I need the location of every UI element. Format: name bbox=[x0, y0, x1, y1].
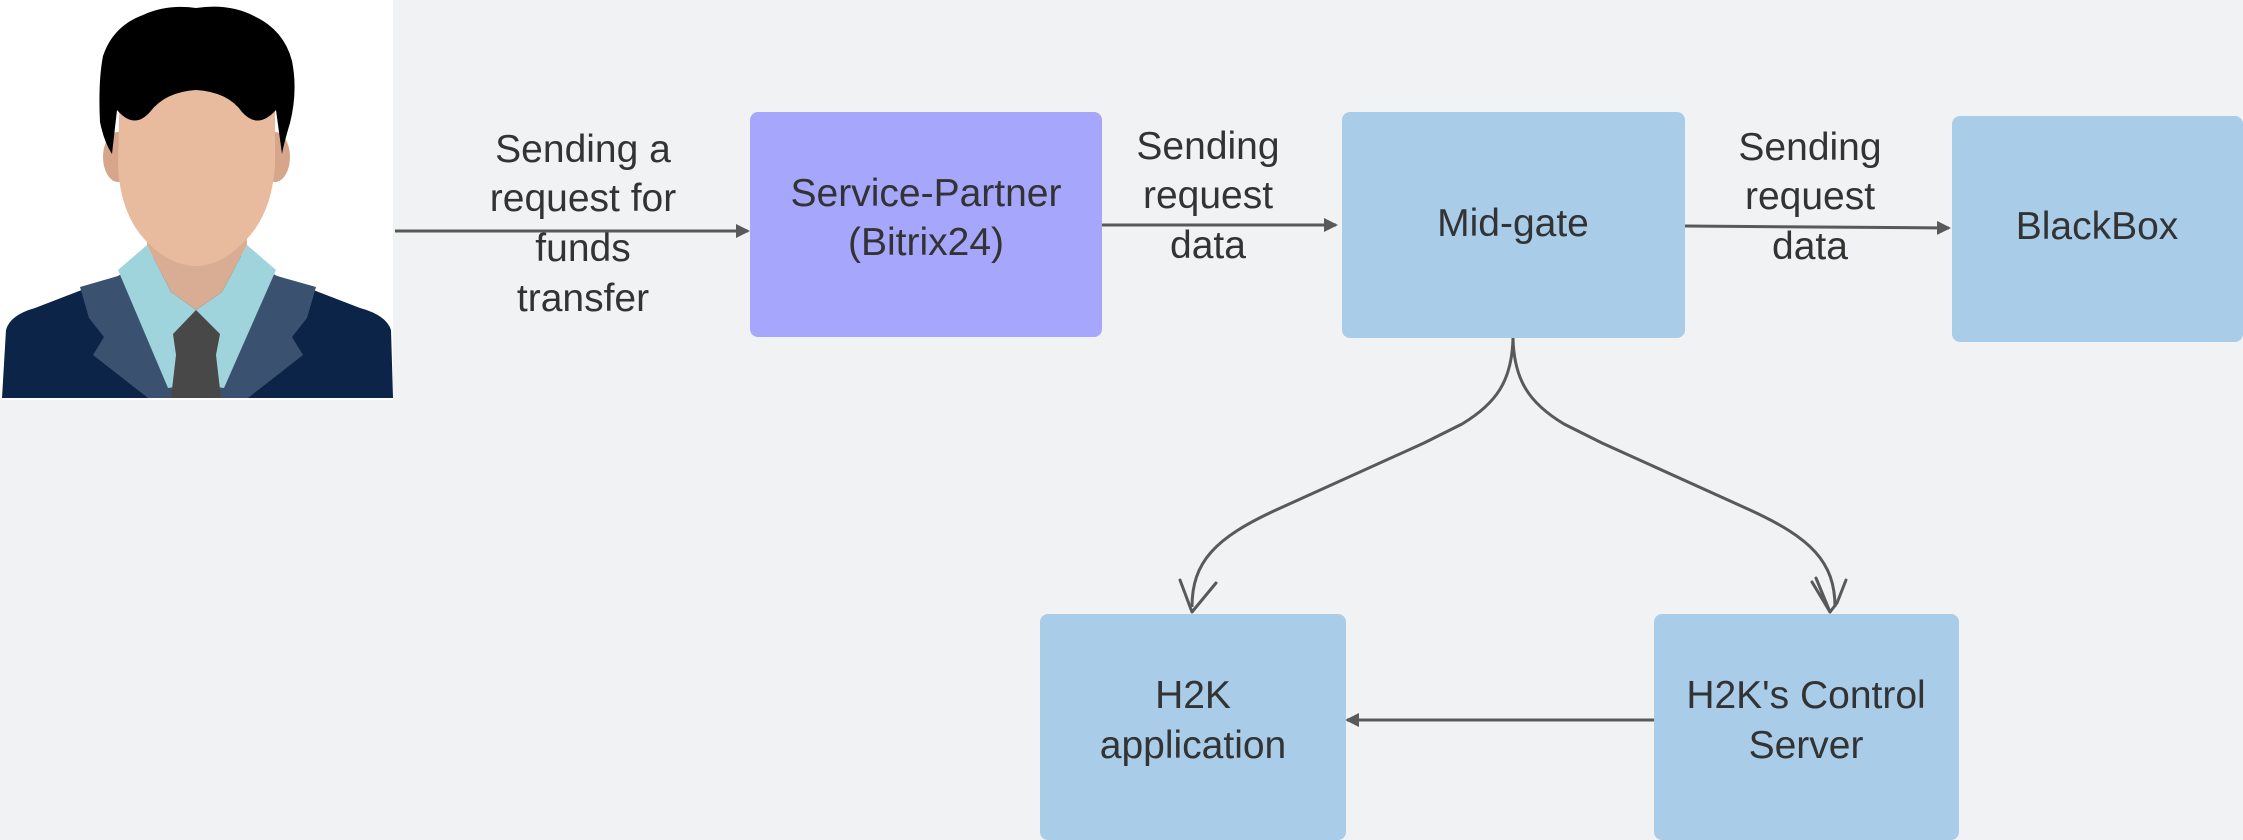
user-avatar bbox=[0, 0, 393, 400]
node-h2k-application-label-line-1: H2K bbox=[1155, 674, 1231, 717]
node-h2k-application-box bbox=[1040, 614, 1346, 840]
edge-label-service-to-midgate: Sending request data bbox=[1136, 125, 1279, 267]
edge-label-line: Sending a bbox=[495, 128, 671, 171]
node-service-partner-label-line-1: Service-Partner bbox=[791, 172, 1062, 215]
edge-label-line: request bbox=[1143, 174, 1273, 217]
edge-midgate-to-h2k-control-server bbox=[1511, 337, 1837, 608]
edges bbox=[395, 218, 1951, 727]
open-arrowhead-h2k-control-server bbox=[1810, 576, 1832, 614]
node-mid-gate-box bbox=[1342, 112, 1685, 338]
node-h2k-control-server-box bbox=[1654, 614, 1959, 840]
edge-label-line: data bbox=[1772, 225, 1848, 268]
edge-label-line: request bbox=[1745, 175, 1875, 218]
avatar-tie bbox=[171, 310, 221, 398]
open-arrowhead-h2k-control-server-right bbox=[1828, 578, 1848, 614]
node-h2k-control-server-label-line-2: Server bbox=[1749, 724, 1864, 767]
open-arrowhead-h2k-application bbox=[1178, 578, 1218, 614]
node-service-partner: Service-Partner (Bitrix24) bbox=[750, 112, 1102, 337]
node-blackbox-box bbox=[1952, 116, 2243, 342]
node-h2k-control-server-label-line-1: H2K's Control bbox=[1686, 674, 1925, 717]
node-mid-gate: Mid-gate bbox=[1342, 112, 1685, 338]
avatar-head bbox=[99, 6, 295, 266]
edge-label-line: Sending bbox=[1136, 125, 1279, 168]
edge-label-midgate-to-blackbox: Sending request data bbox=[1738, 126, 1881, 268]
edge-label-line: Sending bbox=[1738, 126, 1881, 169]
edge-midgate-to-h2k-application bbox=[1190, 337, 1515, 608]
edge-label-line: data bbox=[1170, 224, 1246, 267]
node-h2k-application-label-line-2: application bbox=[1100, 724, 1286, 767]
node-h2k-control-server: H2K's Control Server bbox=[1654, 614, 1959, 840]
edge-label-user-to-service: Sending a request for funds transfer bbox=[490, 128, 676, 320]
edge-label-line: request for bbox=[490, 177, 676, 220]
node-blackbox-label: BlackBox bbox=[2016, 205, 2179, 248]
edge-label-line: funds bbox=[535, 227, 630, 270]
avatar-hair bbox=[99, 6, 295, 154]
node-mid-gate-label: Mid-gate bbox=[1437, 202, 1589, 245]
edge-label-line: transfer bbox=[517, 277, 649, 320]
node-service-partner-label-line-2: (Bitrix24) bbox=[848, 221, 1004, 264]
edge-midgate-to-blackbox bbox=[1684, 220, 1951, 235]
node-service-partner-box bbox=[750, 112, 1102, 337]
node-blackbox: BlackBox bbox=[1952, 116, 2243, 342]
node-h2k-application: H2K application bbox=[1040, 614, 1346, 840]
